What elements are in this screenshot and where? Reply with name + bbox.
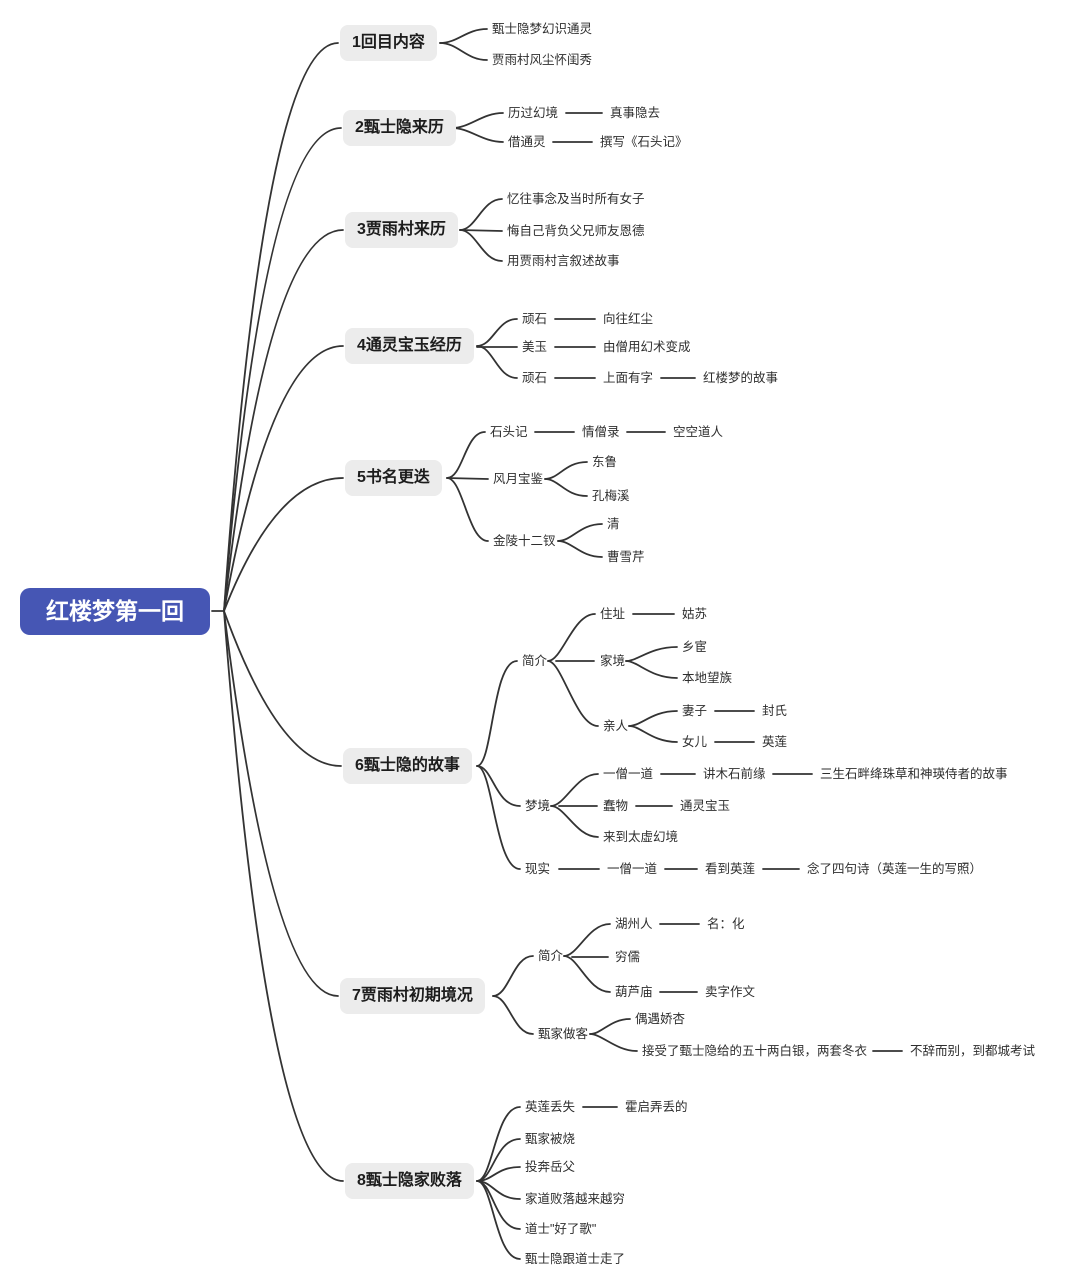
node-6-1-3-1-1: 封氏 (762, 704, 788, 718)
node-7-2: 甄家做客 (538, 1027, 589, 1041)
node-6-2-1-1: 讲木石前缘 (703, 767, 766, 781)
node-8-6: 甄士隐跟道士走了 (525, 1252, 626, 1266)
branch-8-box: 8甄士隐家败落 (345, 1163, 474, 1199)
node-4-1-1: 向往红尘 (603, 312, 654, 326)
node-1-2: 贾雨村风尘怀闺秀 (492, 53, 593, 67)
node-6-3: 现实 (525, 862, 551, 876)
root-node: 红楼梦第一回 (20, 588, 210, 635)
node-7-1: 简介 (538, 949, 564, 963)
node-6-1-1-1: 姑苏 (682, 607, 708, 621)
node-4-2: 美玉 (522, 340, 548, 354)
node-8-2: 甄家被烧 (525, 1132, 576, 1146)
node-6-1: 简介 (522, 654, 548, 668)
node-5-1-1: 情僧录 (582, 425, 620, 439)
node-5-2: 风月宝鉴 (493, 472, 544, 486)
node-2-2: 借通灵 (508, 135, 546, 149)
branch-7-box: 7贾雨村初期境况 (340, 978, 485, 1014)
node-6-3-1-1: 看到英莲 (705, 862, 756, 876)
node-6-1-3: 亲人 (603, 719, 629, 733)
node-8-1: 英莲丢失 (525, 1100, 576, 1114)
node-5-3-1: 清 (607, 517, 620, 531)
node-3-1: 忆往事念及当时所有女子 (507, 192, 645, 206)
node-8-3: 投奔岳父 (525, 1160, 576, 1174)
branch-1-box: 1回目内容 (340, 25, 437, 61)
node-5-2-1: 东鲁 (592, 455, 618, 469)
branch-2-box: 2甄士隐来历 (343, 110, 456, 146)
node-2-1-1: 真事隐去 (610, 106, 661, 120)
node-6-2-1-1-1: 三生石畔绛珠草和神瑛侍者的故事 (820, 767, 1008, 781)
node-3-3: 用贾雨村言叙述故事 (507, 254, 620, 268)
node-6-2: 梦境 (525, 799, 551, 813)
node-4-3-1: 上面有字 (603, 371, 654, 385)
node-2-2-1: 撰写《石头记》 (600, 135, 688, 149)
node-4-2-1: 由僧用幻术变成 (603, 340, 691, 354)
node-5-3: 金陵十二钗 (493, 534, 556, 548)
node-6-1-2-2: 本地望族 (682, 671, 733, 685)
node-7-1-2: 穷儒 (615, 950, 641, 964)
node-2-1: 历过幻境 (508, 106, 559, 120)
node-7-1-1-1: 名：化 (707, 917, 745, 931)
node-3-2: 悔自己背负父兄师友恩德 (507, 224, 645, 238)
branch-4-box: 4通灵宝玉经历 (345, 328, 474, 364)
node-1-1: 甄士隐梦幻识通灵 (492, 22, 593, 36)
node-6-1-1: 住址 (600, 607, 626, 621)
node-5-1-1-1: 空空道人 (673, 425, 724, 439)
node-6-1-2: 家境 (600, 654, 626, 668)
branch-3-box: 3贾雨村来历 (345, 212, 458, 248)
node-6-2-1: 一僧一道 (603, 767, 654, 781)
node-8-4: 家道败落越来越穷 (525, 1192, 626, 1206)
node-8-5: 道士"好了歌" (525, 1222, 597, 1236)
node-7-2-1: 偶遇娇杏 (635, 1012, 686, 1026)
node-7-1-3-1: 卖字作文 (705, 985, 756, 999)
node-6-1-3-1: 妻子 (682, 704, 708, 718)
node-4-3-1-1: 红楼梦的故事 (703, 371, 779, 385)
node-6-2-2: 蠢物 (603, 799, 629, 813)
node-6-1-3-2-1: 英莲 (762, 735, 788, 749)
node-6-3-1: 一僧一道 (607, 862, 658, 876)
node-6-1-2-1: 乡宦 (682, 640, 708, 654)
node-6-2-2-1: 通灵宝玉 (680, 799, 731, 813)
branch-5-box: 5书名更迭 (345, 460, 442, 496)
node-4-1: 顽石 (522, 312, 548, 326)
node-7-2-2-1: 不辞而别，到都城考试 (910, 1044, 1036, 1058)
node-5-1: 石头记 (490, 425, 528, 439)
node-7-2-2: 接受了甄士隐给的五十两白银，两套冬衣 (642, 1044, 868, 1058)
node-4-3: 顽石 (522, 371, 548, 385)
node-7-1-3: 葫芦庙 (615, 985, 653, 999)
node-6-1-3-2: 女儿 (682, 735, 708, 749)
node-6-3-1-1-1: 念了四句诗（英莲一生的写照） (807, 862, 983, 876)
node-5-2-2: 孔梅溪 (592, 489, 630, 503)
node-8-1-1: 霍启弄丢的 (625, 1100, 688, 1114)
node-6-2-3: 来到太虚幻境 (603, 830, 679, 844)
node-7-1-1: 湖州人 (615, 917, 653, 931)
node-5-3-2: 曹雪芹 (607, 550, 645, 564)
branch-6-box: 6甄士隐的故事 (343, 748, 472, 784)
